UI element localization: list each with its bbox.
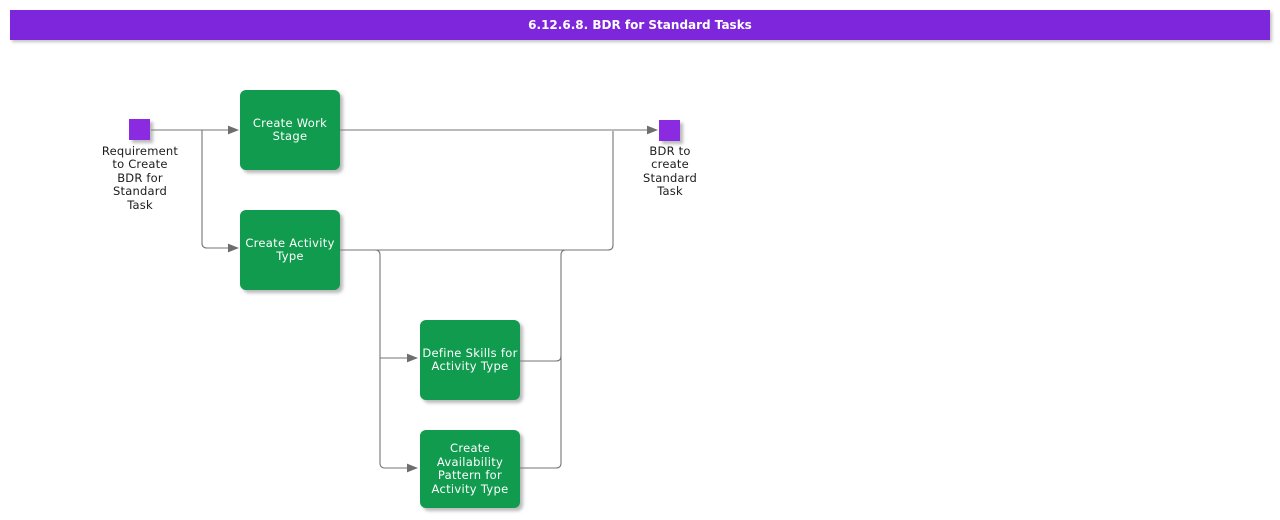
edge-activity-type-to-merge: [340, 131, 614, 251]
edge-availability-return: [520, 249, 567, 469]
arrowhead-into-activity-type: [228, 243, 239, 253]
arrowhead-into-availability: [407, 463, 418, 473]
start-node-square: [129, 119, 150, 140]
start-node-label: Requirement to Create BDR for Standard T…: [101, 144, 179, 212]
arrowhead-into-define-skills: [407, 353, 418, 363]
edge-define-skills-return: [520, 355, 562, 362]
edge-branch-down: [374, 249, 407, 469]
edge-start-to-activity-type: [201, 130, 228, 249]
activity-define-skills-for-activity-type: Define Skills for Activity Type: [420, 320, 520, 400]
arrowhead-into-work-stage: [228, 125, 239, 135]
activity-create-activity-type: Create Activity Type: [240, 210, 340, 290]
activity-create-availability-pattern: Create Availability Pattern for Activity…: [420, 430, 520, 508]
arrowhead-into-end-node: [647, 125, 658, 135]
activity-create-work-stage: Create Work Stage: [240, 90, 340, 170]
end-node-square: [659, 120, 680, 141]
end-node-label: BDR to create Standard Task: [643, 144, 697, 199]
diagram-title: 6.12.6.8. BDR for Standard Tasks: [10, 10, 1270, 40]
